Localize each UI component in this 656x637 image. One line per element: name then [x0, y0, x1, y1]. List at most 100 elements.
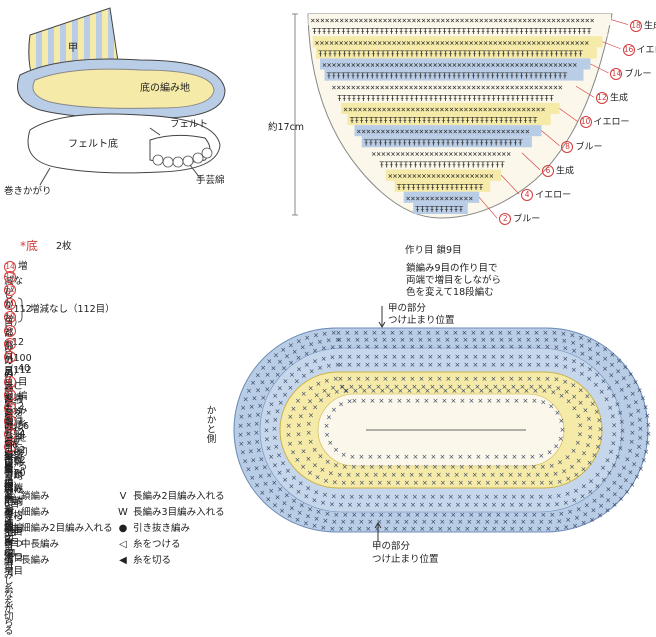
sole-stitch: ×	[473, 525, 479, 533]
sole-stitch: ×	[336, 329, 342, 337]
sole-stitch: ×	[502, 383, 508, 391]
sole-stitch: ×	[338, 353, 344, 361]
sole-stitch: ×	[604, 396, 610, 404]
sole-stitch: ×	[493, 493, 499, 501]
sole-stitch: ×	[455, 353, 461, 361]
legend-item: ◁ 糸をつける	[116, 536, 180, 550]
sole-stitch: ×	[277, 469, 283, 477]
sole-stitch: ×	[439, 493, 445, 501]
sole-stitch: ×	[280, 460, 286, 468]
sole-stitch: ×	[593, 381, 599, 389]
sole-stitch: ×	[335, 361, 341, 369]
sole-stitch: ×	[321, 355, 327, 363]
sole-stitch: ×	[329, 525, 335, 533]
sole-stitch: ×	[419, 343, 425, 351]
sole-stitch: ×	[595, 443, 601, 451]
row-color-name: イエロー	[636, 45, 656, 56]
sole-stitch: ×	[591, 451, 597, 459]
sole-stitch: ×	[550, 389, 556, 397]
sole-stitch: ×	[508, 336, 514, 344]
sole-stitch: ×	[538, 518, 544, 526]
sole-stitch: ×	[385, 383, 391, 391]
sole-stitch: ×	[242, 457, 248, 465]
sole-stitch: ×	[328, 469, 334, 477]
sole-stitch: ×	[602, 346, 608, 354]
sole-stitch: ×	[299, 502, 305, 510]
sole-stitch: ×	[281, 365, 287, 373]
sole-stitch: ×	[493, 383, 499, 391]
sole-stitch: ×	[513, 463, 519, 471]
sole-stitch: ×	[314, 515, 320, 523]
sole-stitch: ×	[625, 455, 631, 463]
sole-stitch: ×	[535, 336, 541, 344]
sole-stitch: ×	[644, 412, 650, 420]
sole-stitch: ×	[636, 443, 642, 451]
sole-stitch: ×	[522, 511, 528, 519]
sole-stitch: ×	[627, 447, 633, 455]
sole-stitch: ×	[394, 383, 400, 391]
sole-stitch: ×	[421, 518, 427, 526]
sole-stitch: ×	[349, 518, 355, 526]
sole-stitch: ×	[264, 418, 270, 426]
instructions-title: *底	[20, 239, 39, 253]
sole-stitch: ×	[573, 471, 579, 479]
brace-text: 増減なし（112目）	[30, 304, 115, 315]
sole-stitch: ×	[464, 361, 470, 369]
sole-stitch: ×	[538, 493, 544, 501]
sole-stitch: ×	[611, 421, 617, 429]
sole-stitch: ×	[545, 375, 551, 383]
sole-stitch: ×	[551, 329, 557, 337]
sole-stitch: ×	[611, 479, 617, 487]
sole-stitch: ×	[493, 518, 499, 526]
sole-stitch: ×	[401, 343, 407, 351]
sole-stitch: ×	[269, 378, 275, 386]
instruction-line: 10	[4, 311, 16, 323]
sole-stitch: ×	[316, 508, 322, 516]
sole-stitch: ×	[419, 525, 425, 533]
sole-stitch: ×	[421, 383, 427, 391]
sole-stitch: ×	[423, 511, 429, 519]
sole-stitch: ×	[545, 501, 551, 509]
sole-stitch: ×	[497, 387, 503, 395]
sole-stitch: ×	[518, 375, 524, 383]
sole-stitch: ×	[610, 439, 616, 447]
sole-stitch: ×	[434, 387, 440, 395]
sole-stitch: ×	[358, 518, 364, 526]
sole-stitch: ×	[347, 525, 353, 533]
sole-stitch: ×	[297, 439, 303, 447]
sole-stitch: ×	[356, 525, 362, 533]
sole-stitch: ×	[391, 471, 397, 479]
sole-stitch: ×	[610, 412, 616, 420]
sole-stitch: ×	[266, 358, 272, 366]
sole-stitch: ×	[448, 383, 454, 391]
sole-stitch: ×	[459, 511, 465, 519]
sole-stitch: ×	[464, 525, 470, 533]
sole-stitch: ×	[536, 361, 542, 369]
row-leader-line	[500, 174, 520, 195]
sole-stitch: ×	[500, 343, 506, 351]
sole-stitch: ×	[374, 501, 380, 509]
sole-stitch: ×	[255, 411, 261, 419]
sole-stitch: ×	[523, 397, 529, 405]
sole-stitch: ×	[372, 329, 378, 337]
sole-stitch: ×	[275, 371, 281, 379]
row-leader-line	[521, 152, 541, 171]
sole-stitch: ×	[296, 337, 302, 345]
sole-stitch: ×	[544, 336, 550, 344]
sole-stitch: ×	[520, 493, 526, 501]
sole-stitch: ×	[439, 453, 445, 461]
sole-stitch: ×	[356, 343, 362, 351]
sole-stitch: ×	[405, 511, 411, 519]
sole-stitch: ×	[468, 511, 474, 519]
sole-stitch: ×	[587, 366, 593, 374]
sole-stitch: ×	[396, 511, 402, 519]
sole-stitch: ×	[338, 343, 344, 351]
sole-stitch: ×	[392, 501, 398, 509]
sole-stitch: ×	[304, 361, 310, 369]
sole-stitch: ×	[554, 525, 560, 533]
sole-stitch: ×	[430, 453, 436, 461]
sole-stitch: ×	[584, 393, 590, 401]
sole-stitch: ×	[329, 501, 335, 509]
row-label: 18生成	[630, 19, 656, 32]
